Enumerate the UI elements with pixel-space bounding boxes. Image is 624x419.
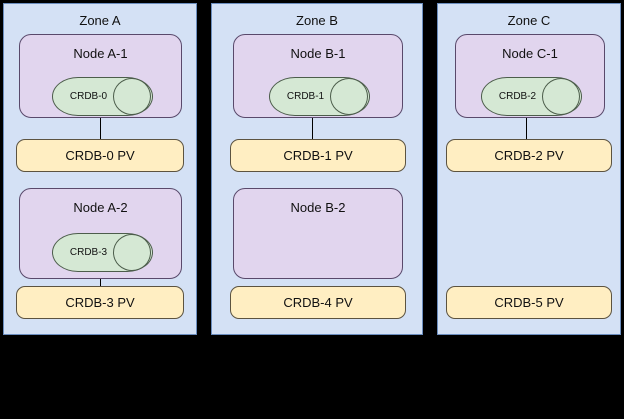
cylinder-cap — [542, 78, 580, 115]
node-a-2[interactable]: Node A-2 CRDB-3 — [19, 188, 182, 279]
node-b-1-title: Node B-1 — [290, 46, 346, 61]
zone-a-title: Zone A — [79, 13, 121, 28]
pv-crdb-2[interactable]: CRDB-2 PV — [446, 139, 612, 172]
node-a-2-title: Node A-2 — [73, 200, 128, 215]
cylinder-cap — [113, 78, 151, 115]
zone-c-title: Zone C — [507, 13, 551, 28]
cylinder-cap — [113, 234, 151, 271]
pv-crdb-5-label: CRDB-5 PV — [494, 295, 564, 310]
connector-crdb-2 — [526, 118, 527, 142]
pv-crdb-2-label: CRDB-2 PV — [494, 148, 564, 163]
node-b-2[interactable]: Node B-2 — [233, 188, 403, 279]
pod-crdb-2-label: CRDB-2 — [498, 91, 537, 102]
zone-c[interactable]: Zone C Node C-1 CRDB-2 CRDB-2 PV CRDB-5 … — [437, 3, 621, 335]
pv-crdb-1-label: CRDB-1 PV — [283, 148, 353, 163]
zone-a[interactable]: Zone A Node A-1 CRDB-0 CRDB-0 PV Node A-… — [3, 3, 197, 335]
connector-crdb-1 — [312, 118, 313, 142]
pod-crdb-3[interactable]: CRDB-3 — [52, 233, 153, 272]
node-b-1[interactable]: Node B-1 CRDB-1 — [233, 34, 403, 118]
pv-crdb-3[interactable]: CRDB-3 PV — [16, 286, 184, 319]
zone-b[interactable]: Zone B Node B-1 CRDB-1 CRDB-1 PV Node B-… — [211, 3, 423, 335]
pv-crdb-1[interactable]: CRDB-1 PV — [230, 139, 406, 172]
pod-crdb-0[interactable]: CRDB-0 — [52, 77, 153, 116]
node-b-2-title: Node B-2 — [290, 200, 346, 215]
pv-crdb-4-label: CRDB-4 PV — [283, 295, 353, 310]
pv-crdb-0[interactable]: CRDB-0 PV — [16, 139, 184, 172]
pod-crdb-3-label: CRDB-3 — [69, 247, 108, 258]
pod-crdb-0-label: CRDB-0 — [69, 91, 108, 102]
node-a-1-title: Node A-1 — [73, 46, 128, 61]
pod-crdb-1-label: CRDB-1 — [286, 91, 325, 102]
pv-crdb-0-label: CRDB-0 PV — [65, 148, 135, 163]
node-a-1[interactable]: Node A-1 CRDB-0 — [19, 34, 182, 118]
node-c-1[interactable]: Node C-1 CRDB-2 — [455, 34, 605, 118]
pv-crdb-3-label: CRDB-3 PV — [65, 295, 135, 310]
zone-b-title: Zone B — [296, 13, 338, 28]
node-c-1-title: Node C-1 — [502, 46, 558, 61]
cylinder-cap — [330, 78, 368, 115]
pod-crdb-2[interactable]: CRDB-2 — [481, 77, 582, 116]
pod-crdb-1[interactable]: CRDB-1 — [269, 77, 370, 116]
pv-crdb-5[interactable]: CRDB-5 PV — [446, 286, 612, 319]
connector-crdb-0 — [100, 118, 101, 142]
pv-crdb-4[interactable]: CRDB-4 PV — [230, 286, 406, 319]
connector-crdb-3 — [100, 279, 101, 287]
